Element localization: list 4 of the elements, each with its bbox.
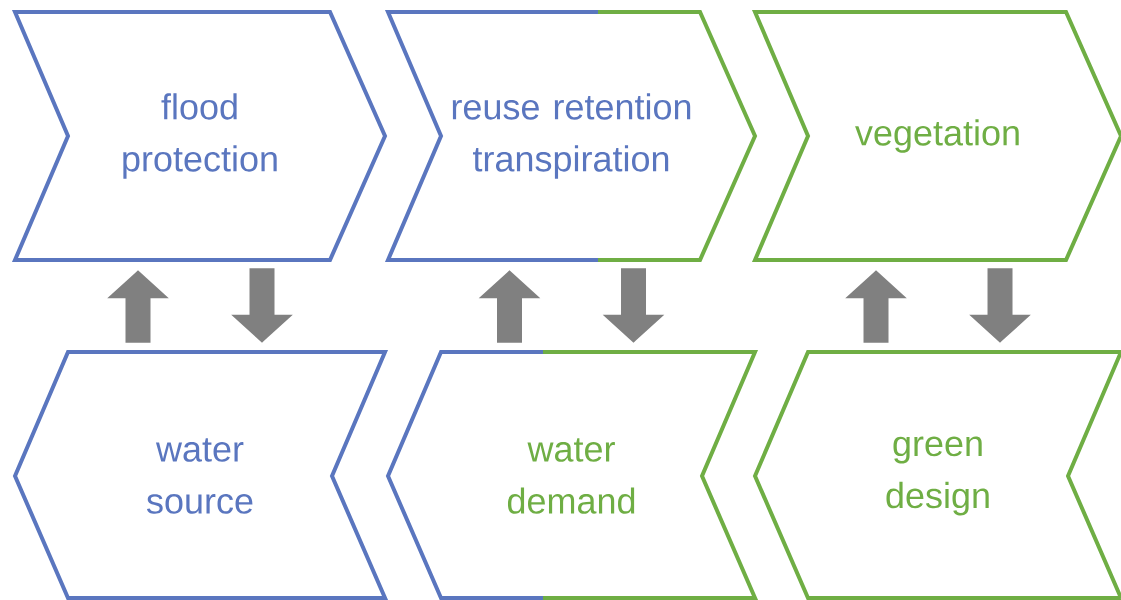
chevron-box: reuse retention transpiration [385, 10, 758, 262]
chevron-box: vegetation [752, 10, 1121, 262]
chevron-box: water demand [385, 350, 759, 600]
chevron-box: flood protection [11, 10, 388, 262]
